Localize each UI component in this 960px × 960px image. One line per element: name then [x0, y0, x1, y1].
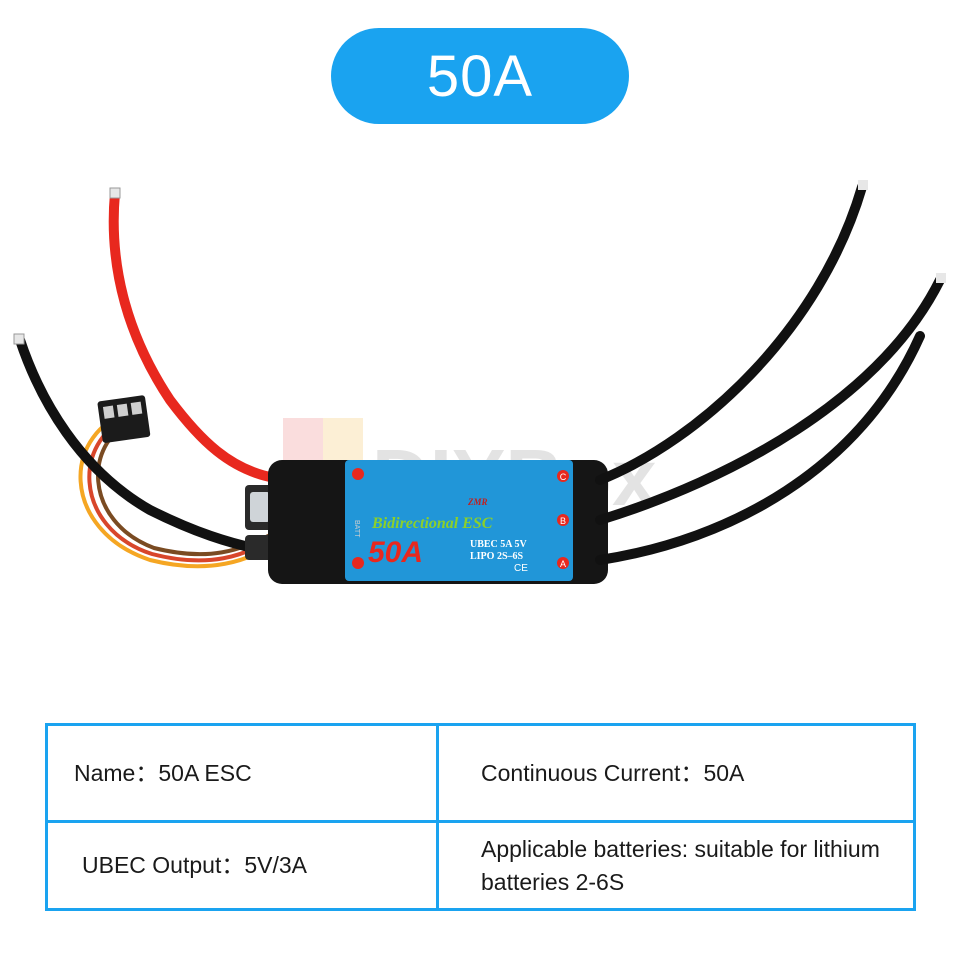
spec-cell-ubec: UBEC Output：5V/3A: [48, 823, 439, 908]
spec-current-value: 50A: [703, 759, 745, 786]
spec-name-label: Name：: [74, 759, 159, 786]
pad-plus: [352, 468, 364, 480]
signal-wire-red: [87, 411, 272, 563]
esc-type-label: Bidirectional ESC: [371, 515, 493, 532]
spec-battery-value: suitable for lithium batteries 2-6S: [481, 836, 880, 895]
spec-battery-label: Applicable batteries:: [481, 836, 695, 863]
motor-wire-c: [595, 182, 867, 485]
pad-c: [557, 470, 569, 482]
servo-connector: [97, 395, 151, 443]
signal-wire-orange: [78, 408, 272, 569]
batt-label: BATT: [353, 520, 360, 538]
spec-ubec-label: UBEC Output：: [82, 852, 245, 879]
pad-b: [557, 514, 569, 526]
esc-product-image: DIYBox C B A ZMR Bidirectional ESC 50A U…: [13, 180, 946, 584]
spec-cell-current: Continuous Current：50A: [439, 726, 913, 823]
ce-mark: CE: [514, 563, 528, 574]
spec-cell-name: Name：50A ESC: [48, 726, 439, 823]
esc-label: [345, 460, 573, 581]
motor-wire-a: [595, 331, 925, 565]
spec-cell-battery: Applicable batteries: suitable for lithi…: [439, 823, 913, 908]
capacitor: [245, 535, 275, 560]
pad-label: B: [560, 516, 566, 526]
spec-table: Name：50A ESC Continuous Current：50A UBEC…: [45, 723, 916, 911]
ubec-spec: UBEC 5A 5V: [470, 539, 527, 550]
pad-minus: [352, 557, 364, 569]
pad-label: C: [560, 472, 567, 482]
red-wire: [108, 188, 280, 483]
title-badge: 50A: [331, 28, 629, 124]
esc-rating: 50A: [368, 536, 423, 569]
pad-label: A: [560, 559, 566, 569]
lipo-spec: LIPO 2S–6S: [470, 551, 524, 562]
brand-mark: ZMR: [467, 497, 488, 507]
spec-name-value: 50A ESC: [158, 759, 252, 786]
pad-a: [557, 557, 569, 569]
spec-current-label: Continuous Current：: [481, 759, 704, 786]
motor-wire-b: [595, 275, 945, 525]
black-wire: [15, 335, 280, 557]
spec-ubec-value: 5V/3A: [244, 852, 307, 879]
page-title: 50A: [426, 43, 534, 109]
